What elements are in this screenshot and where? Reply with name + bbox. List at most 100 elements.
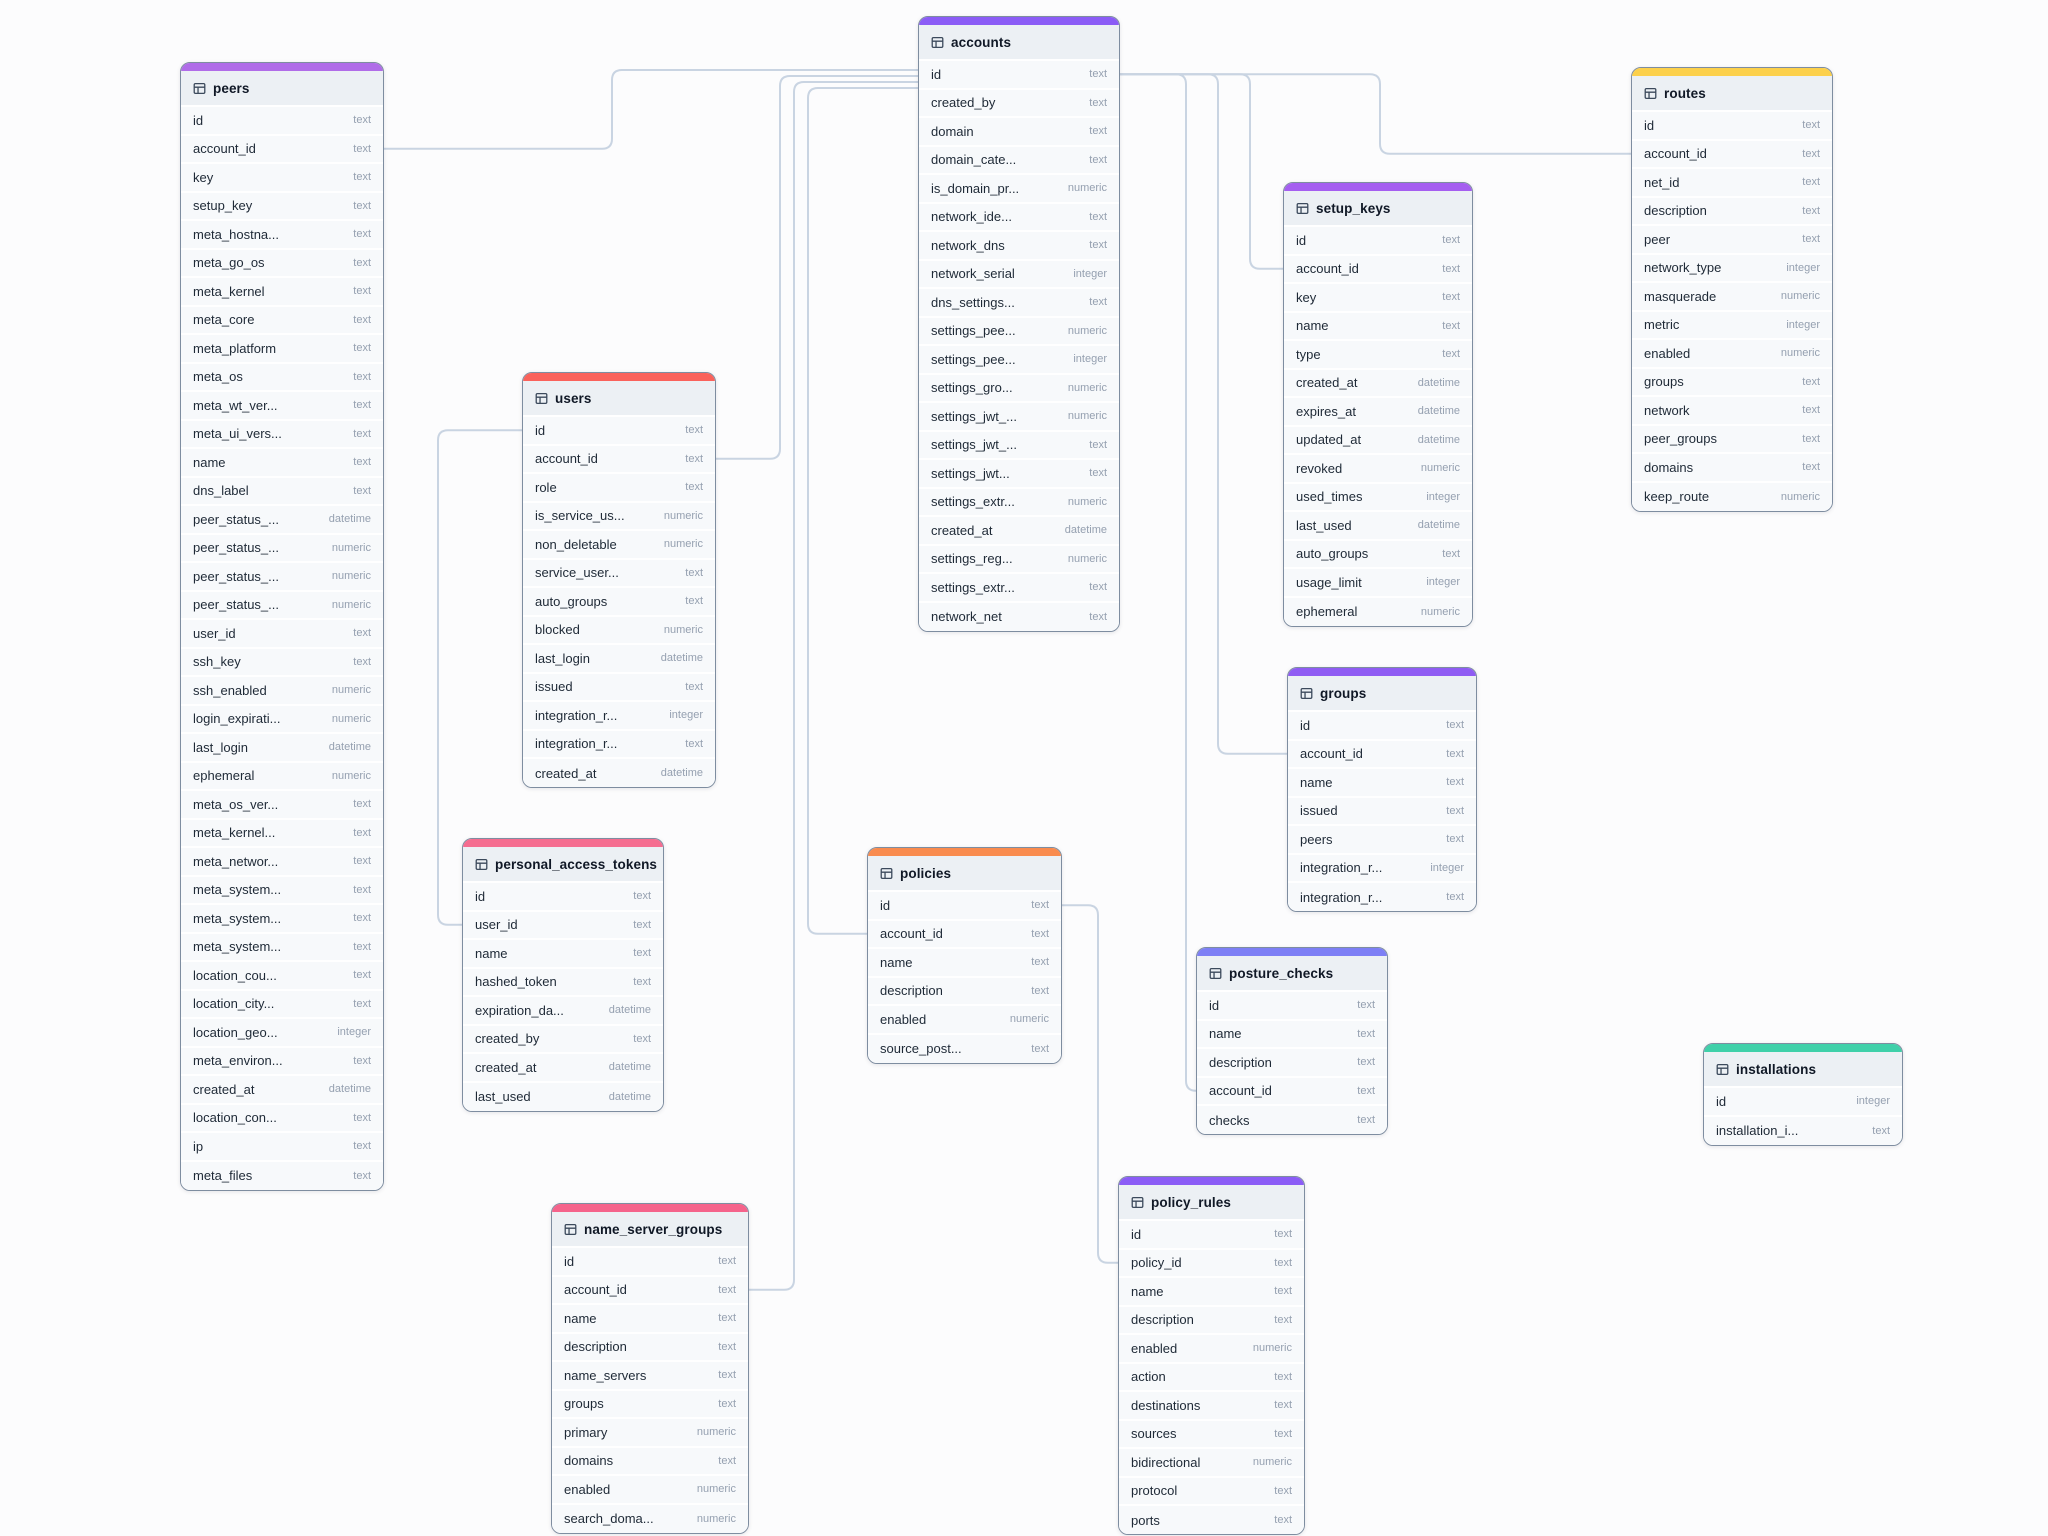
field-meta_system[interactable]: meta_system...text [181, 933, 383, 962]
relation-accounts.id-to-routes.account_id[interactable] [1118, 73, 1631, 155]
field-settings_pee[interactable]: settings_pee...integer [919, 346, 1119, 375]
relation-peers.account_id-to-accounts.id[interactable] [382, 69, 918, 150]
field-integration_r[interactable]: integration_r...integer [523, 702, 715, 731]
field-meta_wt_ver[interactable]: meta_wt_ver...text [181, 392, 383, 421]
field-location_city[interactable]: location_city...text [181, 990, 383, 1019]
table-header-personal_access_tokens[interactable]: personal_access_tokens [463, 847, 663, 883]
field-settings_extr[interactable]: settings_extr...numeric [919, 488, 1119, 517]
field-integration_r[interactable]: integration_r...integer [1288, 854, 1476, 883]
relation-personal_access_tokens.user_id-to-users.id[interactable] [437, 429, 522, 926]
field-location_cou[interactable]: location_cou...text [181, 962, 383, 991]
table-header-name_server_groups[interactable]: name_server_groups [552, 1212, 748, 1248]
field-meta_ui_vers[interactable]: meta_ui_vers...text [181, 420, 383, 449]
field-meta_environ[interactable]: meta_environ...text [181, 1047, 383, 1076]
field-settings_jwt[interactable]: settings_jwt...text [919, 460, 1119, 489]
relation-accounts.id-to-posture_checks.account_id[interactable] [1118, 73, 1197, 1092]
field-settings_gro[interactable]: settings_gro...numeric [919, 374, 1119, 403]
field-meta_system[interactable]: meta_system...text [181, 905, 383, 934]
relation-policies.account_id-to-accounts.id[interactable] [807, 87, 918, 935]
field-installation_i[interactable]: installation_i...text [1704, 1116, 1902, 1145]
field-integration_r[interactable]: integration_r...text [1288, 883, 1476, 911]
field-is_service_us[interactable]: is_service_us...numeric [523, 502, 715, 531]
field-is_domain_pr[interactable]: is_domain_pr...numeric [919, 175, 1119, 204]
table-header-users[interactable]: users [523, 381, 715, 417]
table-header-policies[interactable]: policies [868, 856, 1061, 892]
field-source_post[interactable]: source_post...text [868, 1034, 1061, 1063]
table-header-posture_checks[interactable]: posture_checks [1197, 956, 1387, 992]
field-peer_status_[interactable]: peer_status_...numeric [181, 591, 383, 620]
field-service_user[interactable]: service_user...text [523, 559, 715, 588]
table-header-policy_rules[interactable]: policy_rules [1119, 1185, 1304, 1221]
field-settings_reg[interactable]: settings_reg...numeric [919, 545, 1119, 574]
field-settings_pee[interactable]: settings_pee...numeric [919, 317, 1119, 346]
table-header-installations[interactable]: installations [1704, 1052, 1902, 1088]
field-meta_os_ver[interactable]: meta_os_ver...text [181, 791, 383, 820]
relation-users.account_id-to-accounts.id[interactable] [714, 75, 918, 460]
relation-name_server_groups.account_id-to-accounts.id[interactable] [747, 81, 918, 1291]
